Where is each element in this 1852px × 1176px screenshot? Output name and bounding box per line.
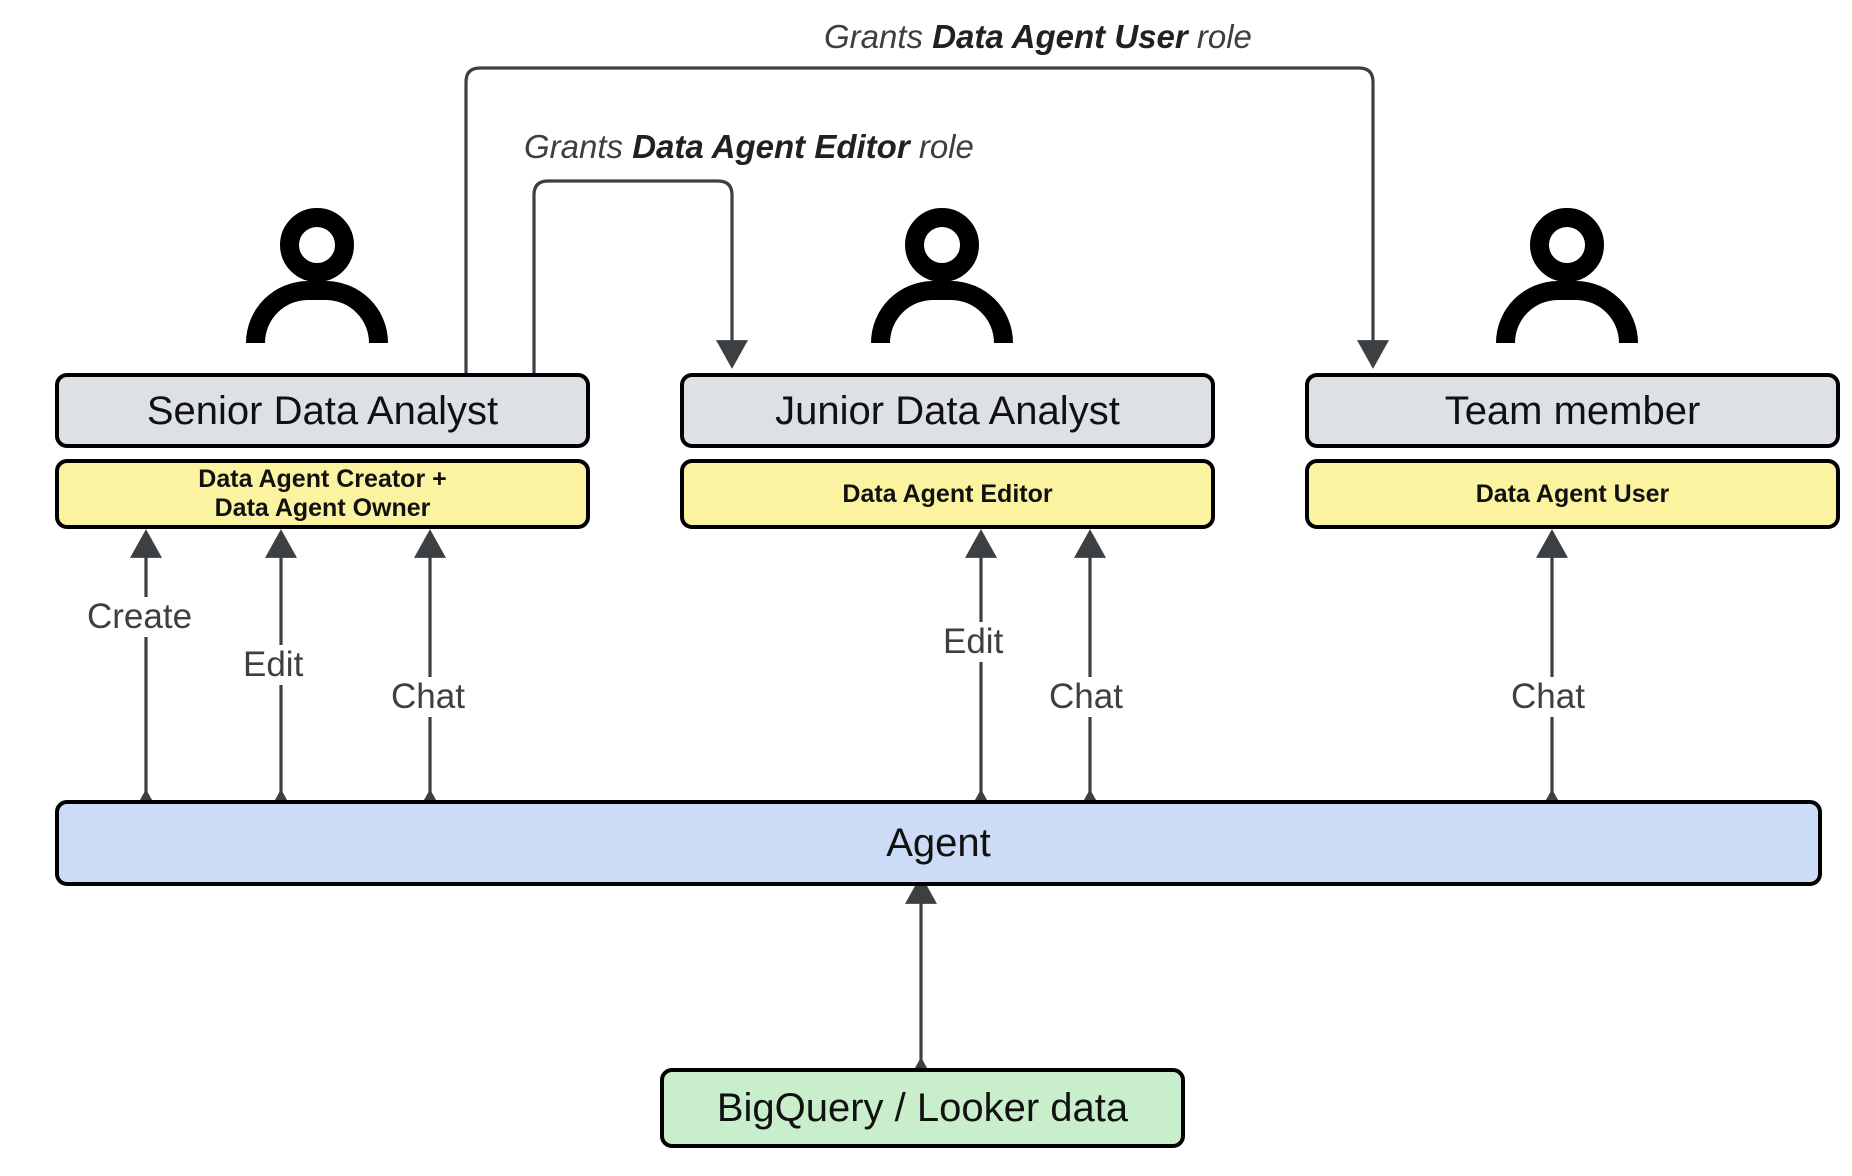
role-line: Data Agent Owner [214, 494, 431, 522]
node-label: BigQuery / Looker data [716, 1086, 1129, 1130]
person-head-icon [280, 208, 354, 282]
person-icon-junior-data-analyst [871, 208, 1013, 343]
edge-label-edit-senior: Edit [240, 645, 307, 685]
node-data-source[interactable]: BigQuery / Looker data [660, 1068, 1185, 1148]
node-team-member-title[interactable]: Team member [1305, 373, 1840, 448]
role-line: Data Agent User [1475, 479, 1670, 508]
node-label: Junior Data Analyst [775, 388, 1120, 433]
edge-label-chat-senior: Chat [388, 677, 468, 717]
connector-grant-data-agent-user [464, 66, 1389, 375]
person-icon-senior-data-analyst [246, 208, 388, 343]
node-label: Team member [1444, 388, 1701, 433]
person-head-icon [905, 208, 979, 282]
node-junior-data-analyst-title[interactable]: Junior Data Analyst [680, 373, 1215, 448]
grant-label-data-agent-editor: Grants Data Agent Editor role [520, 128, 978, 166]
grant-prefix: Grants [824, 18, 933, 55]
grant-suffix: role [909, 128, 974, 165]
grant-role: Data Agent Editor [632, 128, 910, 165]
grant-label-data-agent-user: Grants Data Agent User role [820, 18, 1256, 56]
connector-grant-data-agent-editor [532, 179, 748, 375]
edge-label-edit-junior: Edit [940, 622, 1007, 662]
person-body-icon [1496, 281, 1638, 343]
node-label: Senior Data Analyst [146, 388, 499, 433]
person-icon-team-member [1496, 208, 1638, 343]
node-senior-data-analyst-title[interactable]: Senior Data Analyst [55, 373, 590, 448]
node-team-member-role[interactable]: Data Agent User [1305, 459, 1840, 529]
grant-role: Data Agent User [932, 18, 1188, 55]
person-body-icon [871, 281, 1013, 343]
grant-suffix: role [1187, 18, 1252, 55]
node-junior-data-analyst-role[interactable]: Data Agent Editor [680, 459, 1215, 529]
node-agent[interactable]: Agent [55, 800, 1822, 886]
grant-prefix: Grants [524, 128, 633, 165]
edge-label-chat-team: Chat [1508, 677, 1588, 717]
role-line: Data Agent Creator + [198, 465, 447, 494]
node-label: Agent [886, 821, 991, 865]
edge-label-create: Create [84, 597, 196, 637]
role-line: Data Agent Editor [842, 479, 1053, 508]
edge-label-chat-junior: Chat [1046, 677, 1126, 717]
node-senior-data-analyst-role[interactable]: Data Agent Creator + Data Agent Owner [55, 459, 590, 529]
person-body-icon [246, 281, 388, 343]
person-head-icon [1530, 208, 1604, 282]
